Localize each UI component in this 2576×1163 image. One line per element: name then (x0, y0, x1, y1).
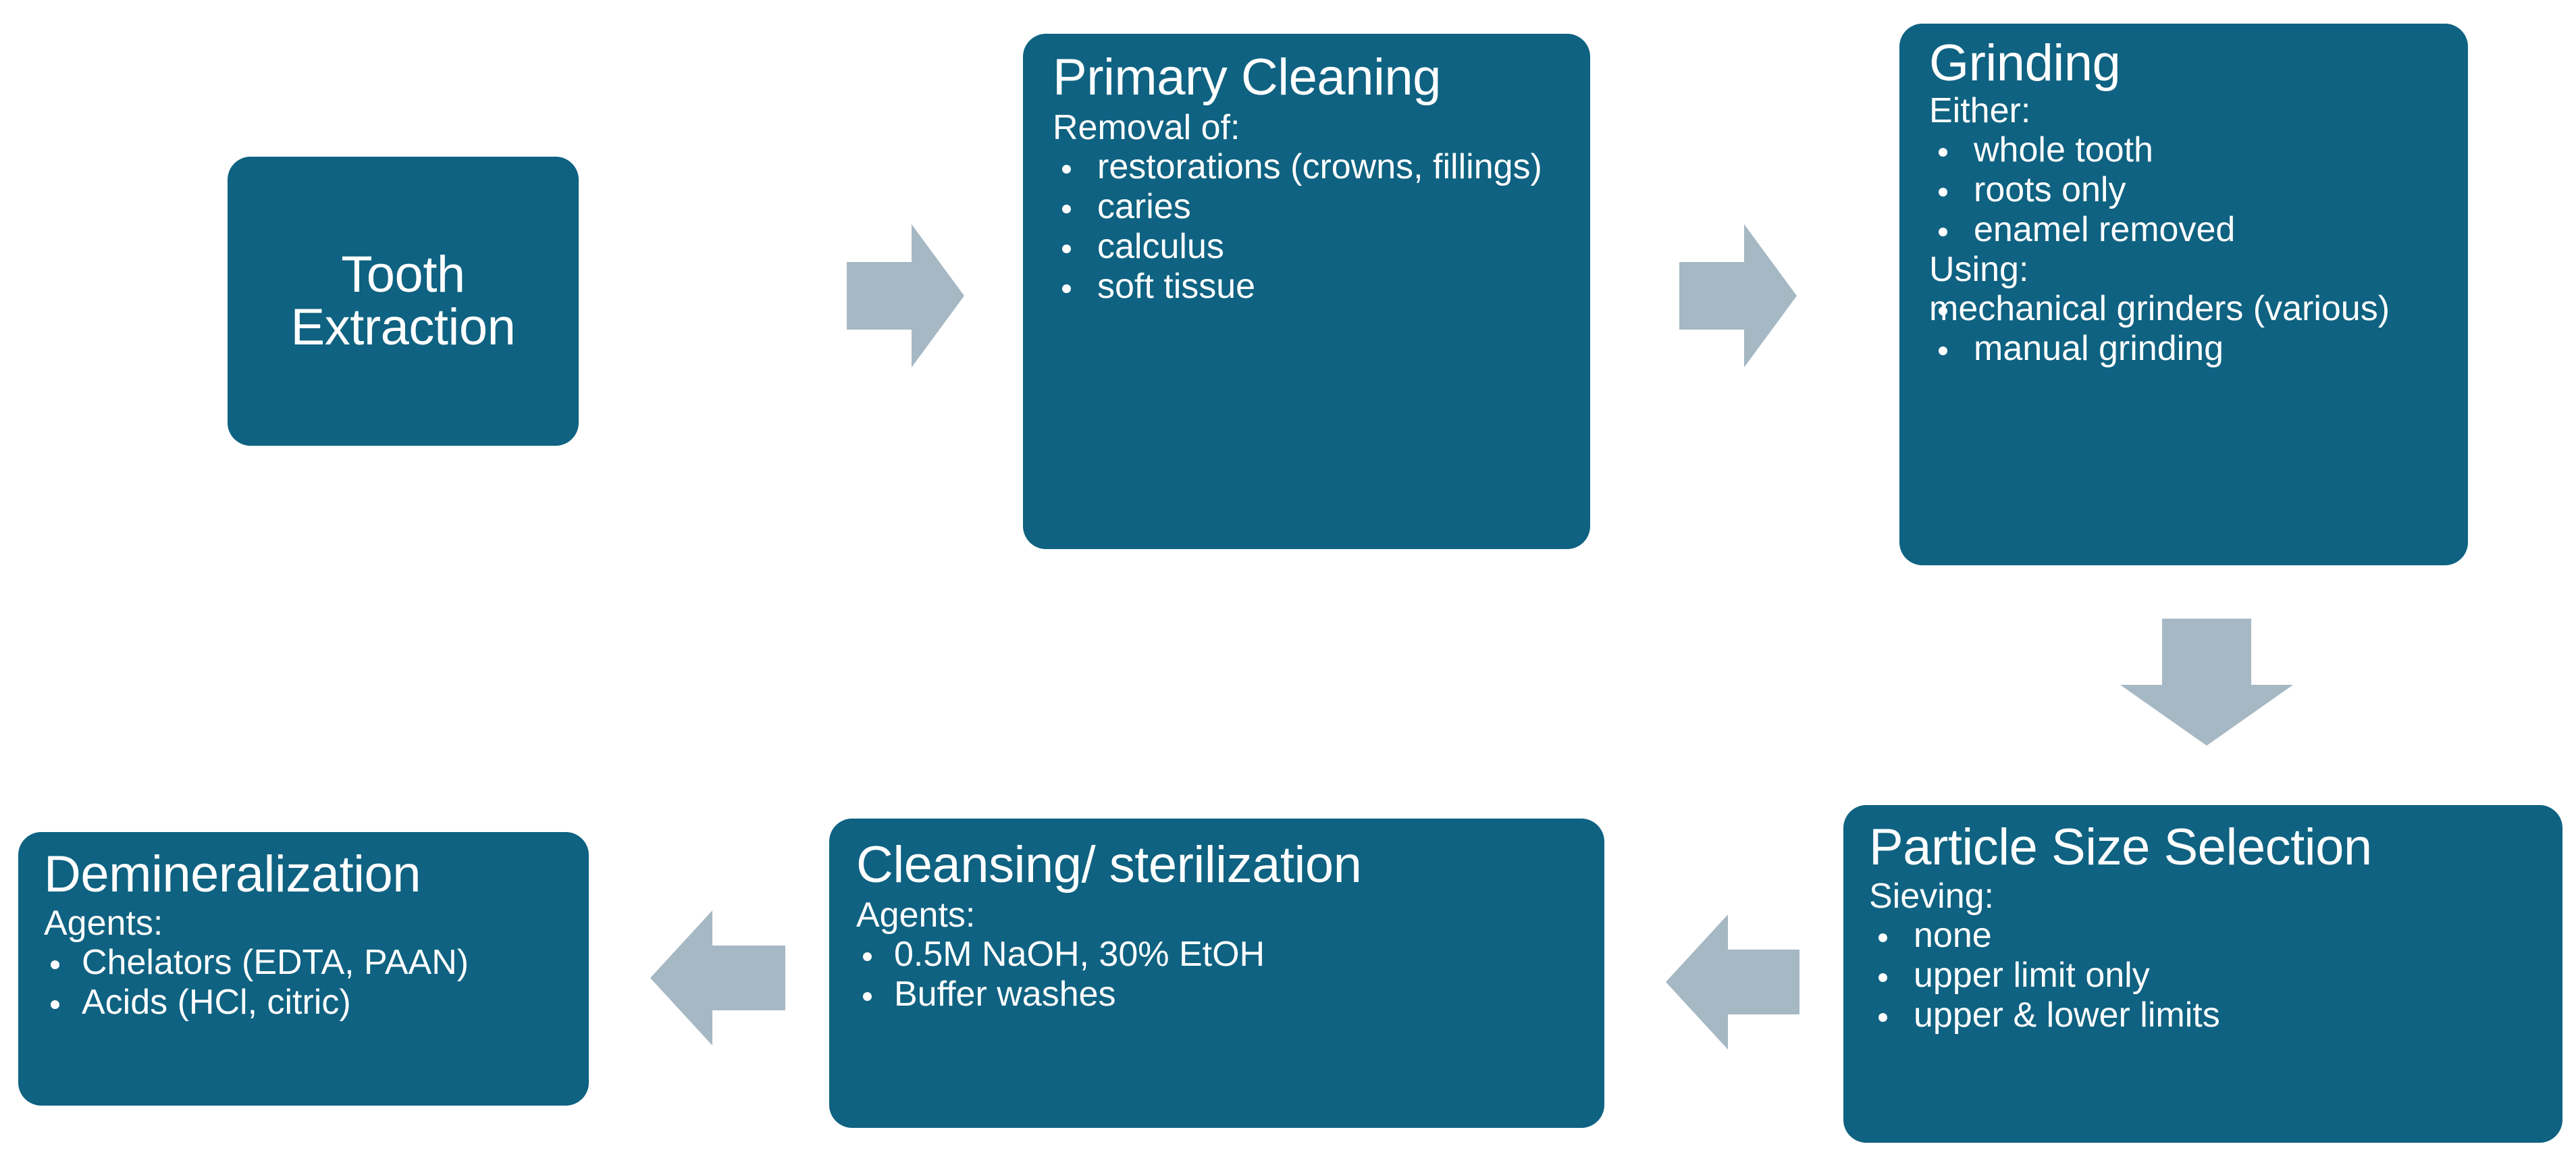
list-item-label: upper limit only (1914, 956, 2150, 996)
node-bullets-demineralization: Chelators (EDTA, PAAN) Acids (HCl, citri… (44, 943, 563, 1023)
list-item-label: roots only (1974, 170, 2126, 210)
node-tooth-extraction[interactable]: Tooth Extraction (228, 157, 579, 446)
node-subhead-cleansing-sterilization: Agents: (856, 895, 976, 935)
node-title-primary-cleaning: Primary Cleaning (1053, 49, 1441, 106)
node-cleansing-sterilization[interactable]: Cleansing/ sterilization Agents: 0.5M Na… (829, 819, 1604, 1128)
list-item-label: Chelators (EDTA, PAAN) (82, 943, 469, 983)
node-bullets-grinding-using: mechanical grinders (various) manual gri… (1929, 289, 2438, 369)
arrow-particle-size-to-cleansing (1666, 914, 1799, 1050)
list-item: upper & lower limits (1869, 996, 2537, 1035)
bullet-dot-icon (1062, 205, 1071, 214)
list-item: none (1869, 916, 2537, 956)
bullet-dot-icon (1939, 148, 1947, 157)
list-item-label: caries (1097, 187, 1191, 227)
node-primary-cleaning[interactable]: Primary Cleaning Removal of: restoration… (1023, 34, 1590, 549)
bullet-dot-icon (1062, 165, 1071, 174)
list-item-label: soft tissue (1097, 266, 1256, 306)
list-item: enamel removed (1929, 210, 2438, 250)
list-item: mechanical grinders (various) (1929, 289, 2438, 329)
bullet-dot-icon (1939, 346, 1947, 356)
node-title-particle-size-selection: Particle Size Selection (1869, 819, 2372, 876)
node-bullets-primary-cleaning: restorations (crowns, fillings) caries c… (1053, 147, 1560, 306)
bullet-dot-icon (1878, 973, 1887, 983)
arrow-left-icon (650, 910, 785, 1045)
list-item: soft tissue (1053, 267, 1560, 307)
node-subhead-particle-size-selection: Sieving: (1869, 876, 1994, 916)
list-item-label: calculus (1097, 226, 1224, 266)
arrow-extraction-to-cleaning (847, 224, 964, 367)
list-item-label: restorations (crowns, fillings) (1097, 147, 1542, 187)
list-item: manual grinding (1929, 329, 2438, 369)
bullet-dot-icon (1939, 188, 1947, 197)
node-demineralization[interactable]: Demineralization Agents: Chelators (EDTA… (18, 832, 589, 1106)
list-item: 0.5M NaOH, 30% EtOH (856, 935, 1577, 975)
bullet-dot-icon (1939, 227, 1947, 236)
node-subhead-grinding-using: Using: (1929, 249, 2029, 289)
bullet-dot-icon (1878, 1012, 1887, 1022)
list-item: caries (1053, 187, 1560, 227)
bullet-dot-icon (863, 992, 872, 1002)
arrow-down-icon (2120, 619, 2293, 746)
bullet-dot-icon (863, 952, 872, 962)
node-title-tooth-extraction: Tooth Extraction (290, 246, 516, 356)
arrow-grinding-to-particle-size (2120, 619, 2293, 746)
list-item-label: manual grinding (1974, 329, 2224, 369)
arrow-cleaning-to-grinding (1679, 224, 1797, 367)
node-particle-size-selection[interactable]: Particle Size Selection Sieving: none up… (1843, 805, 2562, 1143)
node-subhead-grinding-either: Either: (1929, 91, 2031, 130)
list-item: Buffer washes (856, 975, 1577, 1014)
bullet-dot-icon (51, 960, 59, 970)
node-bullets-grinding-either: whole tooth roots only enamel removed (1929, 130, 2438, 249)
list-item: whole tooth (1929, 130, 2438, 170)
node-title-cleansing-sterilization: Cleansing/ sterilization (856, 836, 1362, 894)
list-item-label: whole tooth (1974, 130, 2153, 170)
bullet-dot-icon (1062, 244, 1071, 253)
list-item: Acids (HCl, citric) (44, 983, 563, 1023)
list-item-label: upper & lower limits (1914, 995, 2220, 1035)
arrow-left-icon (1666, 914, 1799, 1050)
list-item-label: 0.5M NaOH, 30% EtOH (894, 935, 1265, 975)
list-item-label: Buffer washes (894, 975, 1116, 1014)
list-item-label: none (1914, 916, 1992, 956)
node-bullets-particle-size-selection: none upper limit only upper & lower limi… (1869, 916, 2537, 1035)
node-title-grinding: Grinding (1929, 34, 2121, 92)
list-item-label: enamel removed (1974, 209, 2236, 249)
node-title-demineralization: Demineralization (44, 846, 421, 903)
bullet-dot-icon (1062, 284, 1071, 293)
arrow-right-icon (847, 224, 964, 367)
node-grinding[interactable]: Grinding Either: whole tooth roots only … (1899, 24, 2468, 565)
node-bullets-cleansing-sterilization: 0.5M NaOH, 30% EtOH Buffer washes (856, 935, 1577, 1014)
list-item: upper limit only (1869, 956, 2537, 996)
list-item: restorations (crowns, fillings) (1053, 147, 1560, 187)
node-subhead-demineralization: Agents: (44, 903, 163, 943)
arrow-cleansing-to-demineralization (650, 910, 785, 1045)
list-item: roots only (1929, 170, 2438, 210)
list-item-label: mechanical grinders (various) (1929, 289, 2390, 329)
bullet-dot-icon (51, 1000, 59, 1010)
node-subhead-primary-cleaning: Removal of: (1053, 107, 1240, 147)
list-item: Chelators (EDTA, PAAN) (44, 943, 563, 983)
bullet-dot-icon (1878, 933, 1887, 943)
list-item-label: Acids (HCl, citric) (82, 983, 351, 1023)
bullet-dot-icon (1939, 307, 1947, 316)
arrow-right-icon (1679, 224, 1797, 367)
list-item: calculus (1053, 227, 1560, 267)
